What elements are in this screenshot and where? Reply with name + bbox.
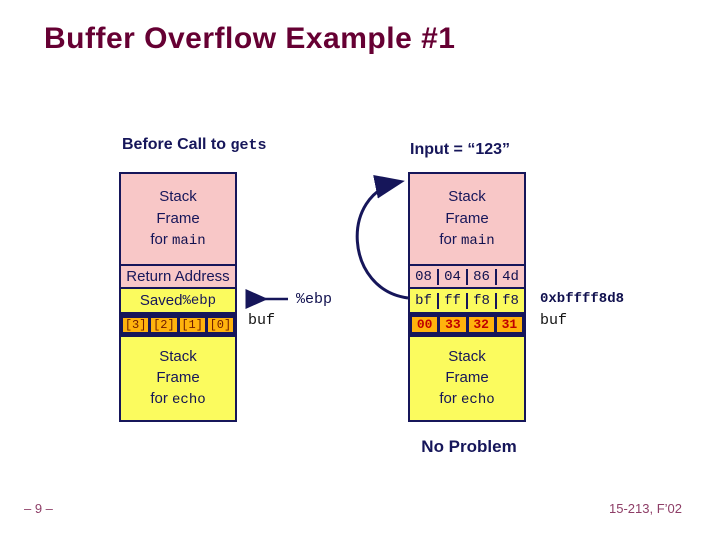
buf-cell: [3] — [123, 317, 149, 332]
frame-func-name: main — [461, 232, 495, 249]
left-main-stack-frame: Stack Frame for main — [121, 174, 235, 264]
byte-cell: 86 — [466, 268, 495, 285]
frame-for-text: for — [439, 390, 462, 408]
frame-label-line: Frame — [445, 209, 489, 227]
frame-for-text: for — [439, 230, 462, 248]
saved-ebp-points-to-main-arrow-icon — [355, 174, 409, 300]
buf-cell: [0] — [207, 317, 233, 332]
saved-ebp-register: %ebp — [182, 292, 217, 309]
byte-cell: ff — [437, 292, 466, 309]
right-main-stack-frame: Stack Frame for main — [410, 174, 524, 264]
ebp-pointer-arrow-icon — [245, 289, 288, 309]
right-stack-diagram: Stack Frame for main 08 04 86 4d bf ff f… — [408, 172, 526, 422]
byte-cell: bf — [415, 292, 432, 309]
frame-label-line: Stack — [448, 188, 486, 206]
frame-func-name: echo — [172, 392, 206, 409]
page-number: – 9 – — [24, 501, 53, 516]
saved-ebp-bytes-row: bf ff f8 f8 — [410, 287, 524, 312]
buf-cells-row: [3] [2] [1] [0] — [121, 312, 235, 335]
saved-ebp-address-label: 0xbffff8d8 — [540, 291, 625, 307]
byte-cell: 32 — [468, 317, 494, 332]
byte-cell: 4d — [495, 268, 524, 285]
frame-for-text: for — [150, 390, 173, 408]
return-address-bytes-row: 08 04 86 4d — [410, 264, 524, 287]
left-heading-text: Before Call to — [122, 136, 231, 153]
frame-label-line: Stack — [159, 347, 197, 365]
byte-cell: 00 — [412, 317, 438, 332]
frame-label-line: for main — [439, 229, 494, 252]
left-section-heading: Before Call to gets — [122, 136, 266, 154]
frame-label-line: for echo — [150, 388, 205, 411]
byte-cell: 31 — [496, 317, 522, 332]
right-buf-label: buf — [540, 312, 568, 329]
right-echo-stack-frame: Stack Frame for echo — [410, 335, 524, 420]
course-footer: 15-213, F’02 — [609, 501, 682, 516]
frame-label-line: for echo — [439, 388, 494, 411]
return-address-row: Return Address — [121, 264, 235, 287]
byte-cell: f8 — [466, 292, 495, 309]
frame-label-line: Frame — [156, 369, 200, 387]
buf-cell: [2] — [151, 317, 177, 332]
frame-label-line: Stack — [159, 188, 197, 206]
byte-cell: 33 — [440, 317, 466, 332]
frame-label-line: Frame — [445, 369, 489, 387]
slide-title: Buffer Overflow Example #1 — [44, 22, 456, 55]
right-section-heading: Input = “123” — [410, 141, 511, 158]
byte-cell: 08 — [415, 268, 432, 285]
left-echo-stack-frame: Stack Frame for echo — [121, 335, 235, 420]
buf-cell: [1] — [179, 317, 205, 332]
frame-for-text: for — [150, 230, 173, 248]
no-problem-caption: No Problem — [421, 437, 517, 456]
left-buf-label: buf — [248, 312, 276, 329]
ebp-register-label: %ebp — [296, 291, 333, 308]
frame-func-name: main — [172, 232, 206, 249]
buf-bytes-row: 00 33 32 31 — [410, 312, 524, 335]
byte-cell: f8 — [495, 292, 524, 309]
frame-label-line: Stack — [448, 347, 486, 365]
saved-ebp-text: Saved — [139, 292, 183, 309]
saved-ebp-row: Saved %ebp — [121, 287, 235, 312]
frame-func-name: echo — [461, 392, 495, 409]
frame-label-line: for main — [150, 229, 205, 252]
left-stack-diagram: Stack Frame for main Return Address Save… — [119, 172, 237, 422]
byte-cell: 04 — [437, 268, 466, 285]
left-heading-code: gets — [230, 137, 267, 154]
frame-label-line: Frame — [156, 209, 200, 227]
